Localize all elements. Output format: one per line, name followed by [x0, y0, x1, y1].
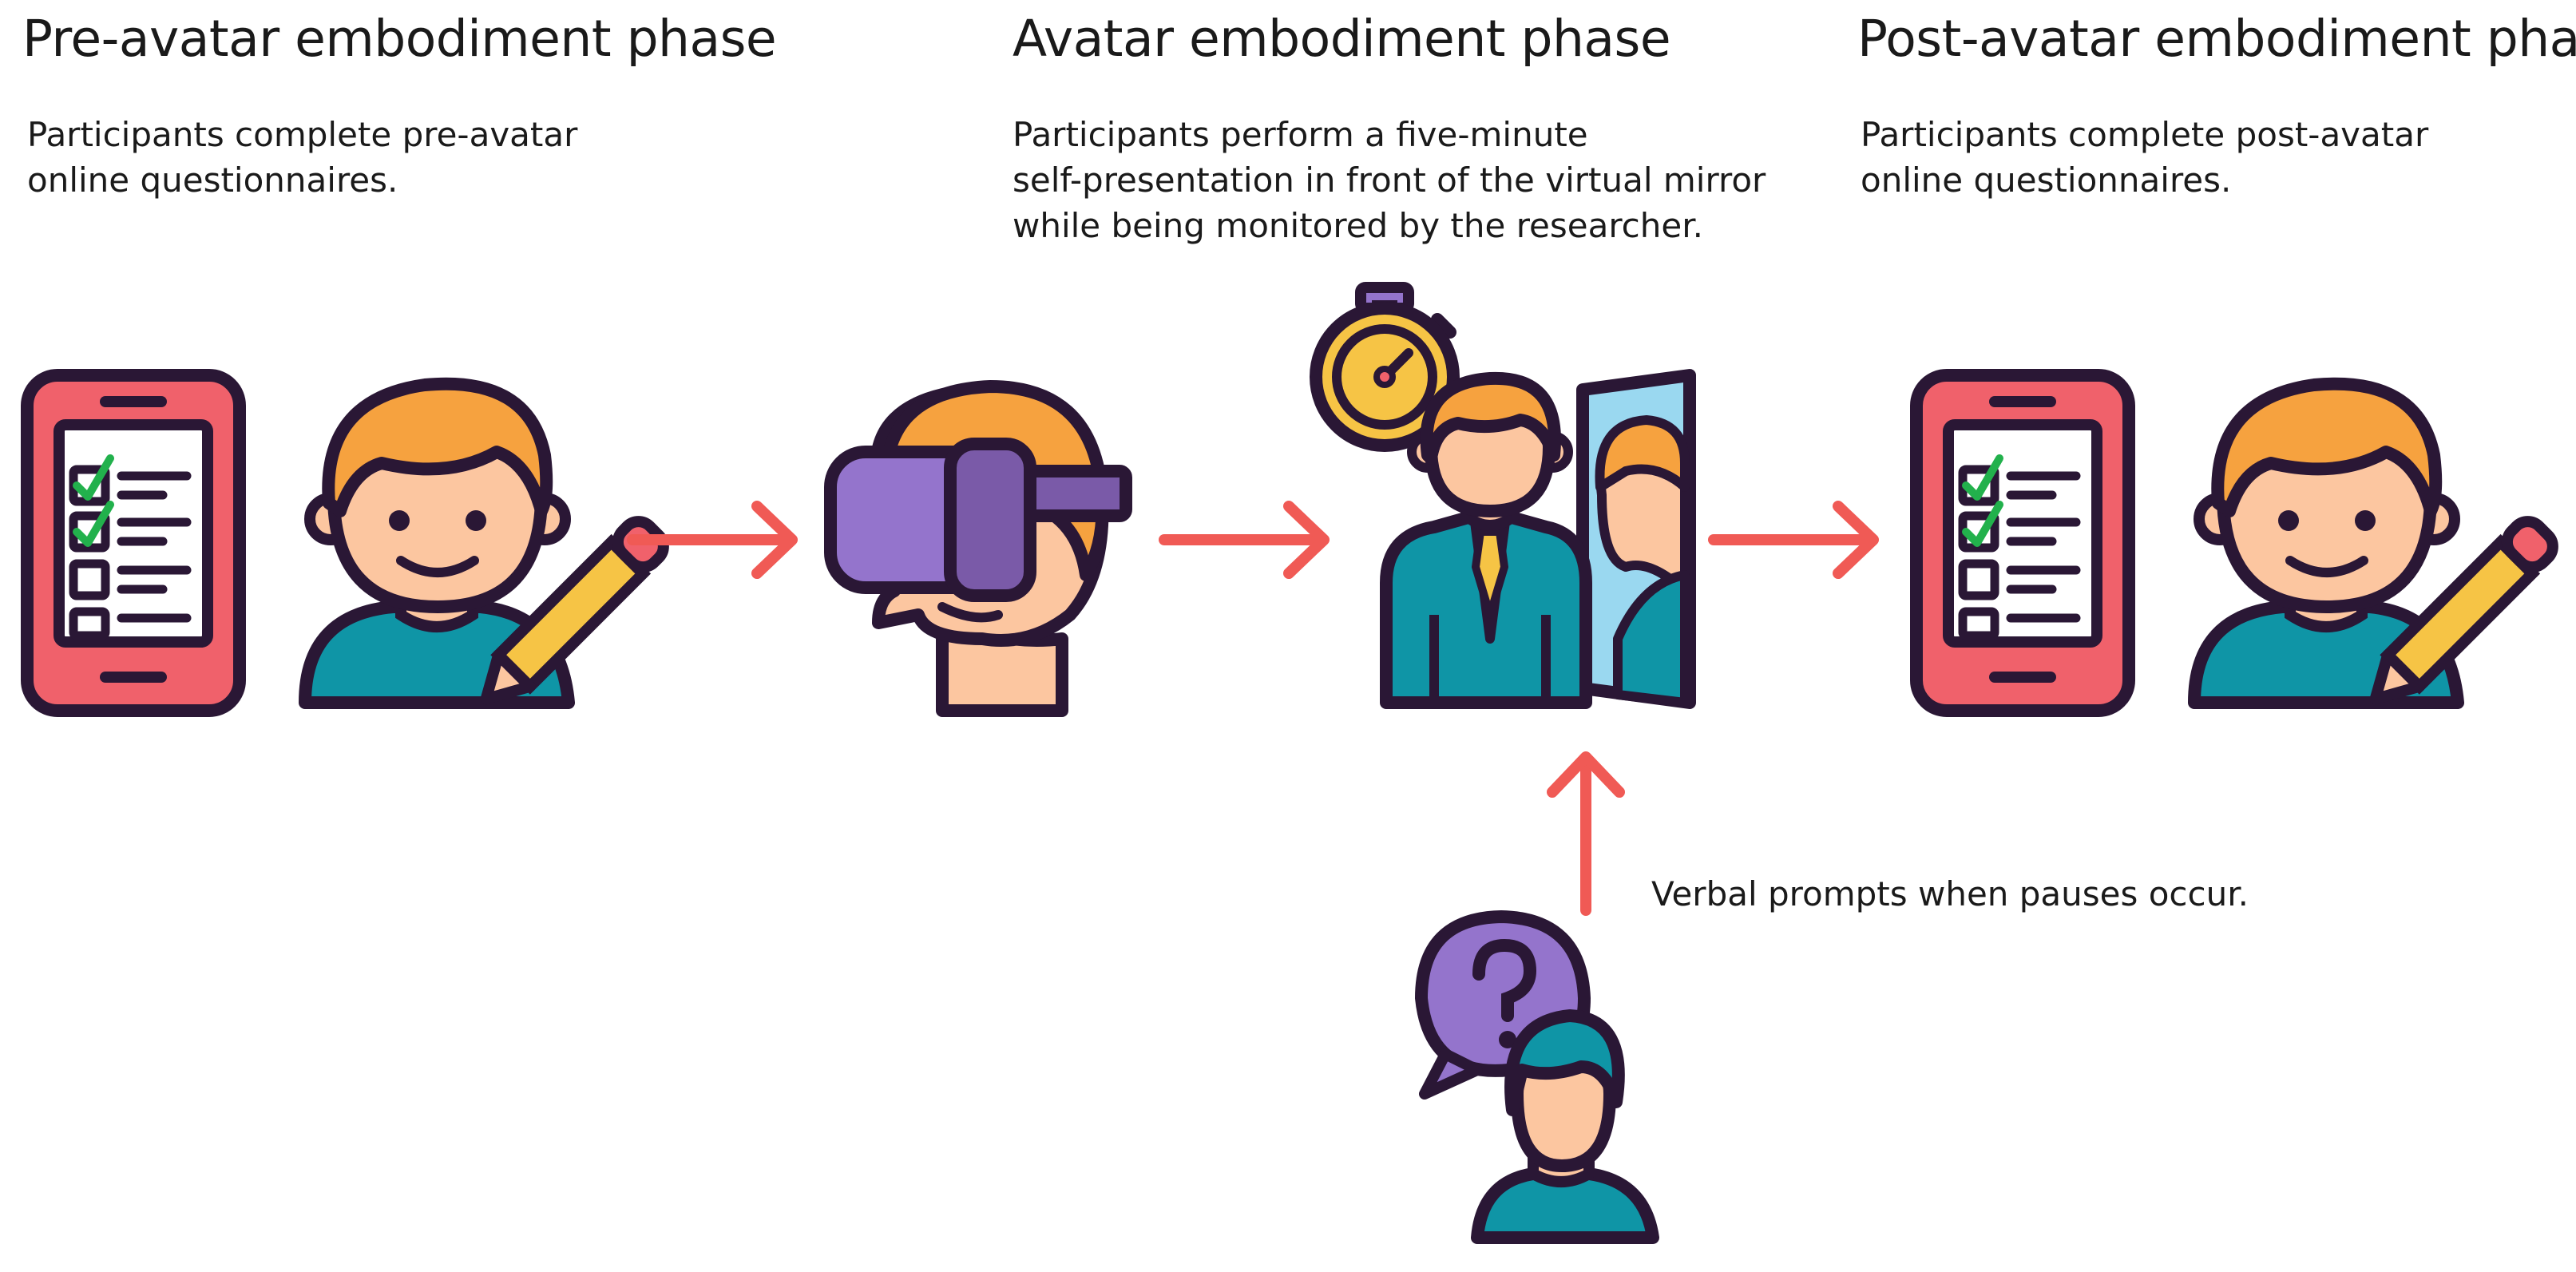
phone-questionnaire-icon	[27, 375, 240, 711]
flow-arrow-2	[1159, 501, 1330, 579]
participant-pencil-icon	[305, 384, 670, 715]
verbal-prompts-note: Verbal prompts when pauses occur.	[1651, 874, 2249, 913]
avatar-phase-description: Participants perform a five-minute self-…	[1013, 115, 1766, 245]
pre-phase-heading: Pre-avatar embodiment phase	[22, 10, 777, 68]
mirror-avatar-icon	[1380, 369, 1696, 709]
pre-phase-description: Participants complete pre-avatar online …	[27, 115, 578, 200]
researcher-question-icon	[1414, 909, 1659, 1244]
participant-pencil-icon-post	[2194, 384, 2559, 715]
flow-arrow-1	[627, 501, 798, 579]
post-phase-heading: Post-avatar embodiment phase	[1857, 10, 2576, 68]
avatar-phase-heading: Avatar embodiment phase	[1013, 10, 1671, 68]
flow-arrow-3	[1708, 501, 1879, 579]
prompt-arrow-up	[1547, 751, 1625, 916]
phone-questionnaire-icon-post	[1916, 375, 2129, 711]
vr-headset-user-icon	[824, 380, 1132, 717]
post-phase-description: Participants complete post-avatar online…	[1861, 115, 2429, 200]
stopwatch-icon	[1310, 282, 1460, 452]
